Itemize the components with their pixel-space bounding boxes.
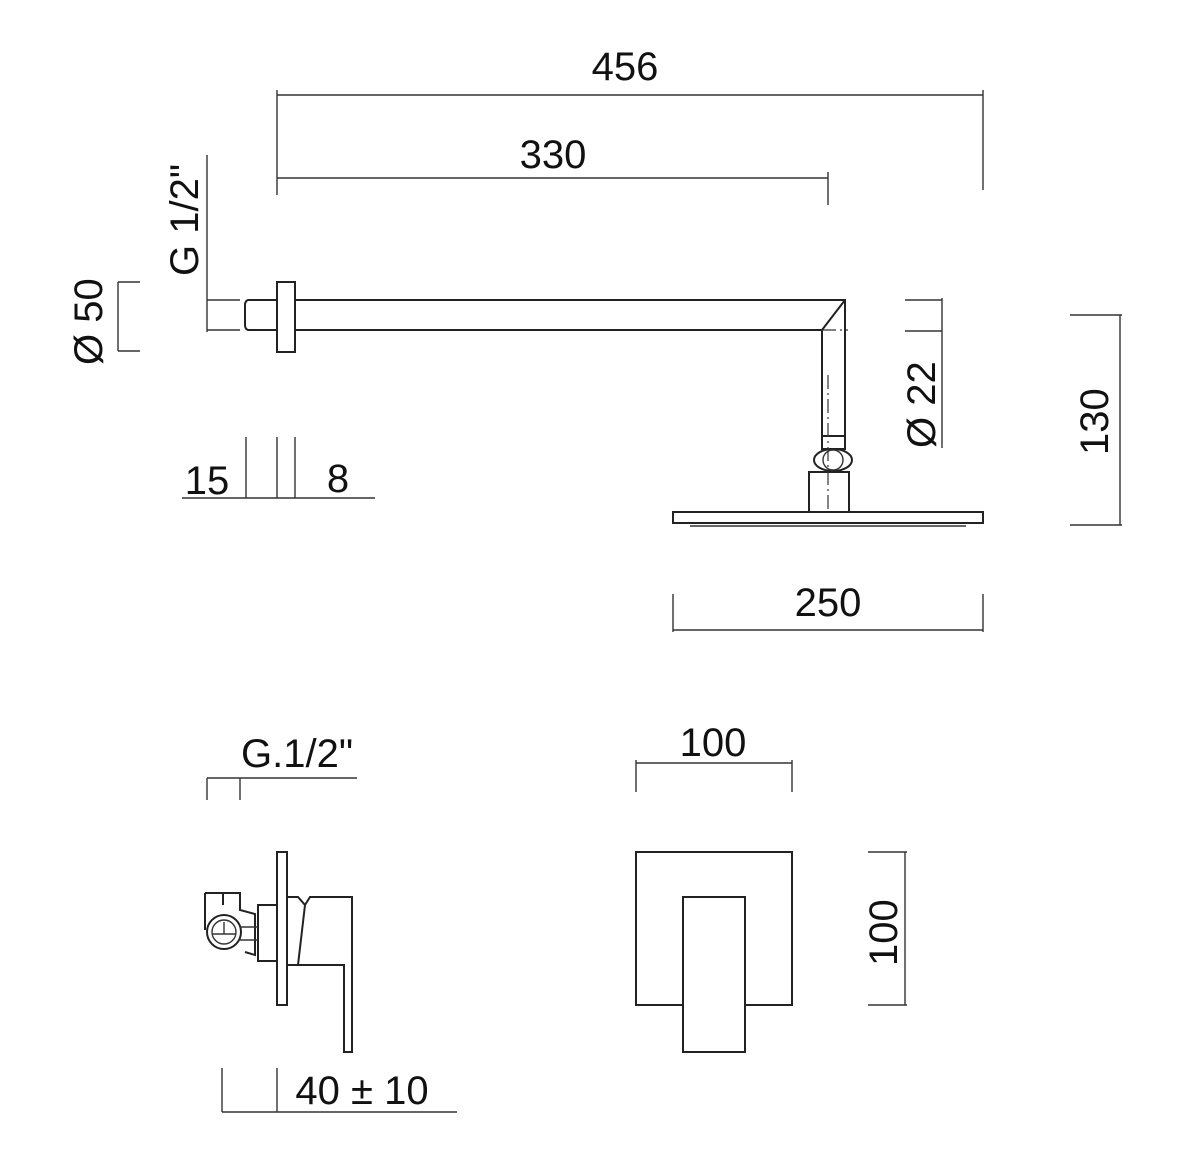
mixer-front-view: [635, 851, 793, 1053]
shower-arm: [244, 281, 853, 513]
dimension-label: 100: [680, 721, 747, 765]
dimension-130: 130: [1070, 314, 1122, 526]
dimension-label: 250: [795, 581, 862, 625]
dimension-label: G.1/2": [241, 732, 353, 776]
dimension-label: 456: [592, 45, 659, 89]
dimension-label: Ø 22: [900, 361, 944, 448]
dimension-250: 250: [672, 581, 984, 632]
dimension-thread-top: G 1/2": [163, 155, 240, 332]
dimension-plate-width: 100: [635, 721, 793, 792]
dimension-label: 8: [327, 457, 349, 501]
dimension-plate-height: 100: [862, 851, 907, 1006]
dimension-15-8: 15 8: [182, 437, 375, 503]
dimension-330: 330: [277, 133, 829, 205]
shower-head: [672, 511, 984, 527]
dimension-label: G 1/2": [163, 164, 207, 276]
dimension-mixer-thread: G.1/2": [206, 732, 357, 800]
dimension-label: 330: [520, 133, 587, 177]
dimension-label: 15: [185, 459, 230, 503]
dimension-installation-depth: 40 ± 10: [221, 1068, 457, 1113]
dimension-label: 130: [1073, 388, 1117, 455]
dimension-pipe-diameter: Ø 22: [900, 298, 944, 448]
dimension-456: 456: [276, 45, 984, 195]
dimension-flange-diameter: Ø 50: [67, 278, 140, 365]
dimension-label: Ø 50: [67, 278, 111, 365]
dimension-label: 40 ± 10: [295, 1069, 428, 1113]
dimension-label: 100: [862, 899, 906, 966]
mixer-side-view: [204, 851, 353, 1053]
